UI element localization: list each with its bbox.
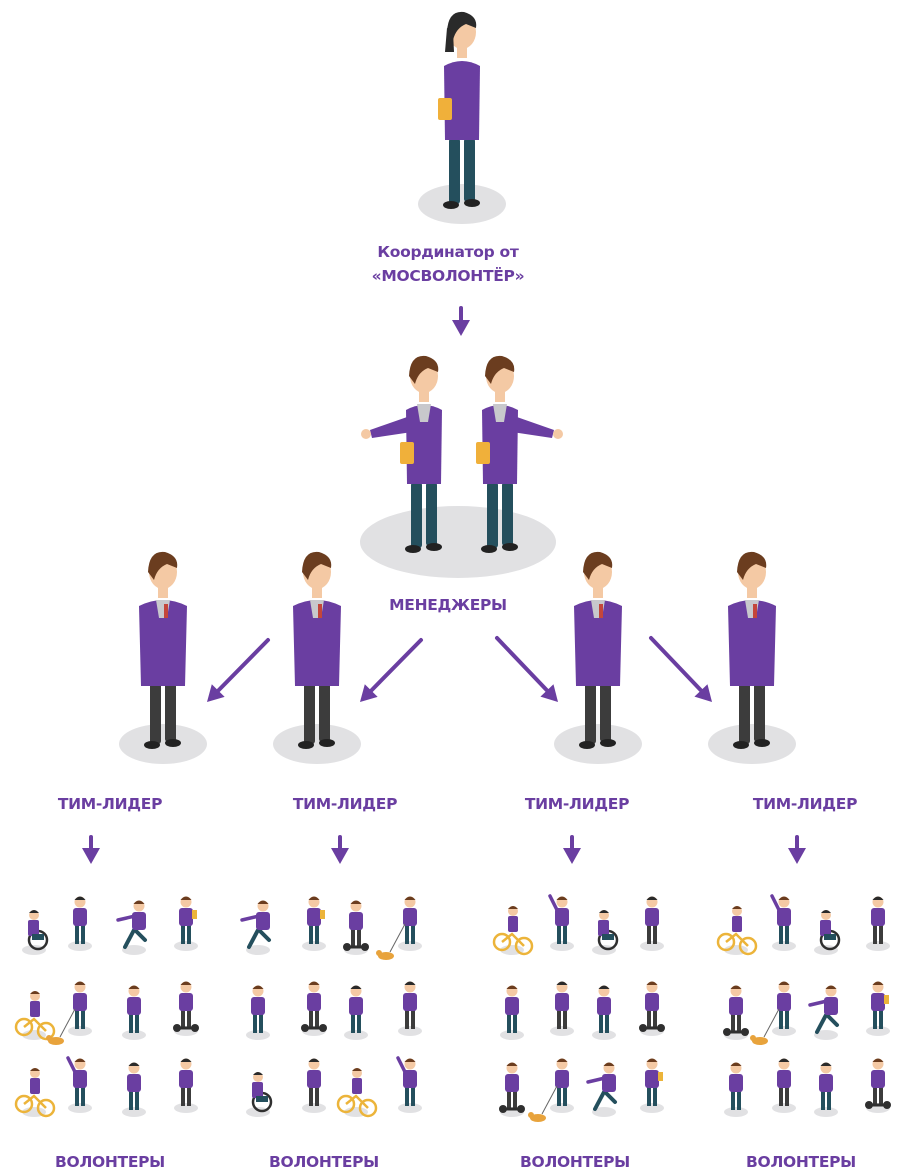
volunteer-4-2-4 bbox=[866, 981, 890, 1036]
arrow-leader-2-to-volunteers bbox=[331, 835, 349, 864]
team-leader-figure-2-shadow bbox=[273, 724, 361, 764]
manager-figure-right bbox=[476, 355, 563, 553]
volunteer-4-3-2 bbox=[772, 1058, 796, 1113]
arrow-coordinator-to-managers bbox=[452, 306, 470, 336]
volunteers-label-2: ВОЛОНТЕРЫ bbox=[269, 1153, 379, 1171]
volunteer-4-1-3 bbox=[814, 910, 841, 955]
volunteer-2-3-4 bbox=[396, 1056, 422, 1113]
volunteer-4-2-2 bbox=[750, 981, 796, 1045]
volunteer-2-3-1 bbox=[246, 1072, 273, 1117]
volunteer-3-2-1 bbox=[500, 985, 524, 1040]
coordinator-label-line1: Координатор от bbox=[377, 243, 519, 261]
team-leader-figure-1 bbox=[119, 551, 207, 764]
team-leader-label-2: ТИМ-ЛИДЕР bbox=[292, 795, 398, 813]
volunteer-1-3-2 bbox=[66, 1056, 92, 1113]
volunteer-3-3-1 bbox=[499, 1062, 525, 1117]
volunteer-3-3-4 bbox=[640, 1058, 664, 1113]
volunteer-4-2-3 bbox=[808, 985, 839, 1040]
volunteer-1-3-4 bbox=[174, 1058, 198, 1113]
volunteer-2-2-4 bbox=[398, 981, 422, 1036]
team-leader-figure-4 bbox=[708, 551, 796, 764]
volunteer-3-3-2 bbox=[528, 1058, 574, 1122]
volunteer-3-3-2-dog bbox=[530, 1114, 546, 1122]
volunteer-1-1-1 bbox=[22, 910, 49, 955]
arrow-manager-to-leader-1 bbox=[207, 638, 270, 702]
volunteer-4-3-3 bbox=[814, 1062, 838, 1117]
arrow-manager-to-leader-3 bbox=[495, 636, 558, 702]
arrow-leader-4-to-volunteers bbox=[788, 835, 806, 864]
volunteer-4-3-1 bbox=[724, 1062, 748, 1117]
volunteer-3-2-2 bbox=[550, 981, 574, 1036]
volunteers-label-1: ВОЛОНТЕРЫ bbox=[55, 1153, 165, 1171]
team-leader-figure-2 bbox=[273, 551, 361, 764]
volunteer-4-1-1 bbox=[716, 906, 758, 956]
volunteer-2-1-1 bbox=[240, 900, 271, 955]
team-leader-label-4: ТИМ-ЛИДЕР bbox=[752, 795, 858, 813]
volunteer-2-1-2 bbox=[302, 896, 326, 951]
managers-shadow bbox=[360, 506, 556, 578]
volunteer-1-2-2 bbox=[46, 981, 92, 1045]
coordinator-figure-folder bbox=[438, 98, 452, 120]
volunteer-2-1-3 bbox=[343, 900, 369, 955]
volunteer-1-3-3 bbox=[122, 1062, 146, 1117]
team-leader-figure-3-shadow bbox=[554, 724, 642, 764]
volunteer-2-2-3 bbox=[344, 985, 368, 1040]
volunteer-3-3-3 bbox=[586, 1062, 617, 1117]
coordinator-figure-shadow bbox=[418, 184, 506, 224]
volunteer-1-2-4 bbox=[173, 981, 199, 1036]
volunteer-1-2-2-dog bbox=[48, 1037, 64, 1045]
volunteer-1-1-2 bbox=[68, 896, 92, 951]
volunteer-2-3-2 bbox=[302, 1058, 326, 1113]
volunteer-3-2-4 bbox=[639, 981, 665, 1036]
volunteer-1-3-1 bbox=[14, 1068, 56, 1118]
manager-figure-left-folder bbox=[400, 442, 414, 464]
coordinator-label-line2: «МОСВОЛОНТЁР» bbox=[371, 267, 525, 285]
team-leader-figure-1-shadow bbox=[119, 724, 207, 764]
volunteer-4-1-2 bbox=[770, 894, 796, 951]
volunteer-1-2-1 bbox=[14, 991, 56, 1041]
managers-label: МЕНЕДЖЕРЫ bbox=[389, 596, 507, 614]
arrow-manager-to-leader-2 bbox=[360, 638, 423, 702]
team-leader-label-3: ТИМ-ЛИДЕР bbox=[524, 795, 630, 813]
volunteer-3-2-3 bbox=[592, 985, 616, 1040]
volunteer-4-3-4 bbox=[865, 1058, 891, 1113]
volunteer-3-1-1 bbox=[492, 906, 534, 956]
coordinator-label: Координатор от «МОСВОЛОНТЁР» bbox=[298, 240, 598, 288]
volunteer-4-2-1 bbox=[723, 985, 749, 1040]
volunteer-3-1-3 bbox=[592, 910, 619, 955]
volunteer-1-1-4 bbox=[174, 896, 198, 951]
manager-figure-right-folder bbox=[476, 442, 490, 464]
volunteers-label-3: ВОЛОНТЕРЫ bbox=[520, 1153, 630, 1171]
coordinator-figure bbox=[418, 11, 506, 224]
volunteer-2-3-3 bbox=[336, 1068, 378, 1118]
volunteer-2-2-2 bbox=[301, 981, 327, 1036]
team-leader-figure-4-shadow bbox=[708, 724, 796, 764]
arrow-leader-1-to-volunteers bbox=[82, 835, 100, 864]
team-leader-label-1: ТИМ-ЛИДЕР bbox=[57, 795, 163, 813]
arrow-leader-3-to-volunteers bbox=[563, 835, 581, 864]
volunteer-3-1-2 bbox=[548, 894, 574, 951]
team-leader-figure-3 bbox=[554, 551, 642, 764]
manager-figure-left bbox=[361, 355, 442, 553]
volunteer-4-1-4 bbox=[866, 896, 890, 951]
volunteer-2-2-1 bbox=[246, 985, 270, 1040]
volunteer-2-1-4-dog bbox=[378, 952, 394, 960]
volunteer-3-1-4 bbox=[640, 896, 664, 951]
volunteer-2-1-4 bbox=[376, 896, 422, 960]
volunteer-4-2-2-dog bbox=[752, 1037, 768, 1045]
volunteer-1-1-3 bbox=[116, 900, 147, 955]
arrow-manager-to-leader-4 bbox=[649, 636, 712, 702]
volunteers-label-4: ВОЛОНТЕРЫ bbox=[746, 1153, 856, 1171]
volunteer-1-2-3 bbox=[122, 985, 146, 1040]
